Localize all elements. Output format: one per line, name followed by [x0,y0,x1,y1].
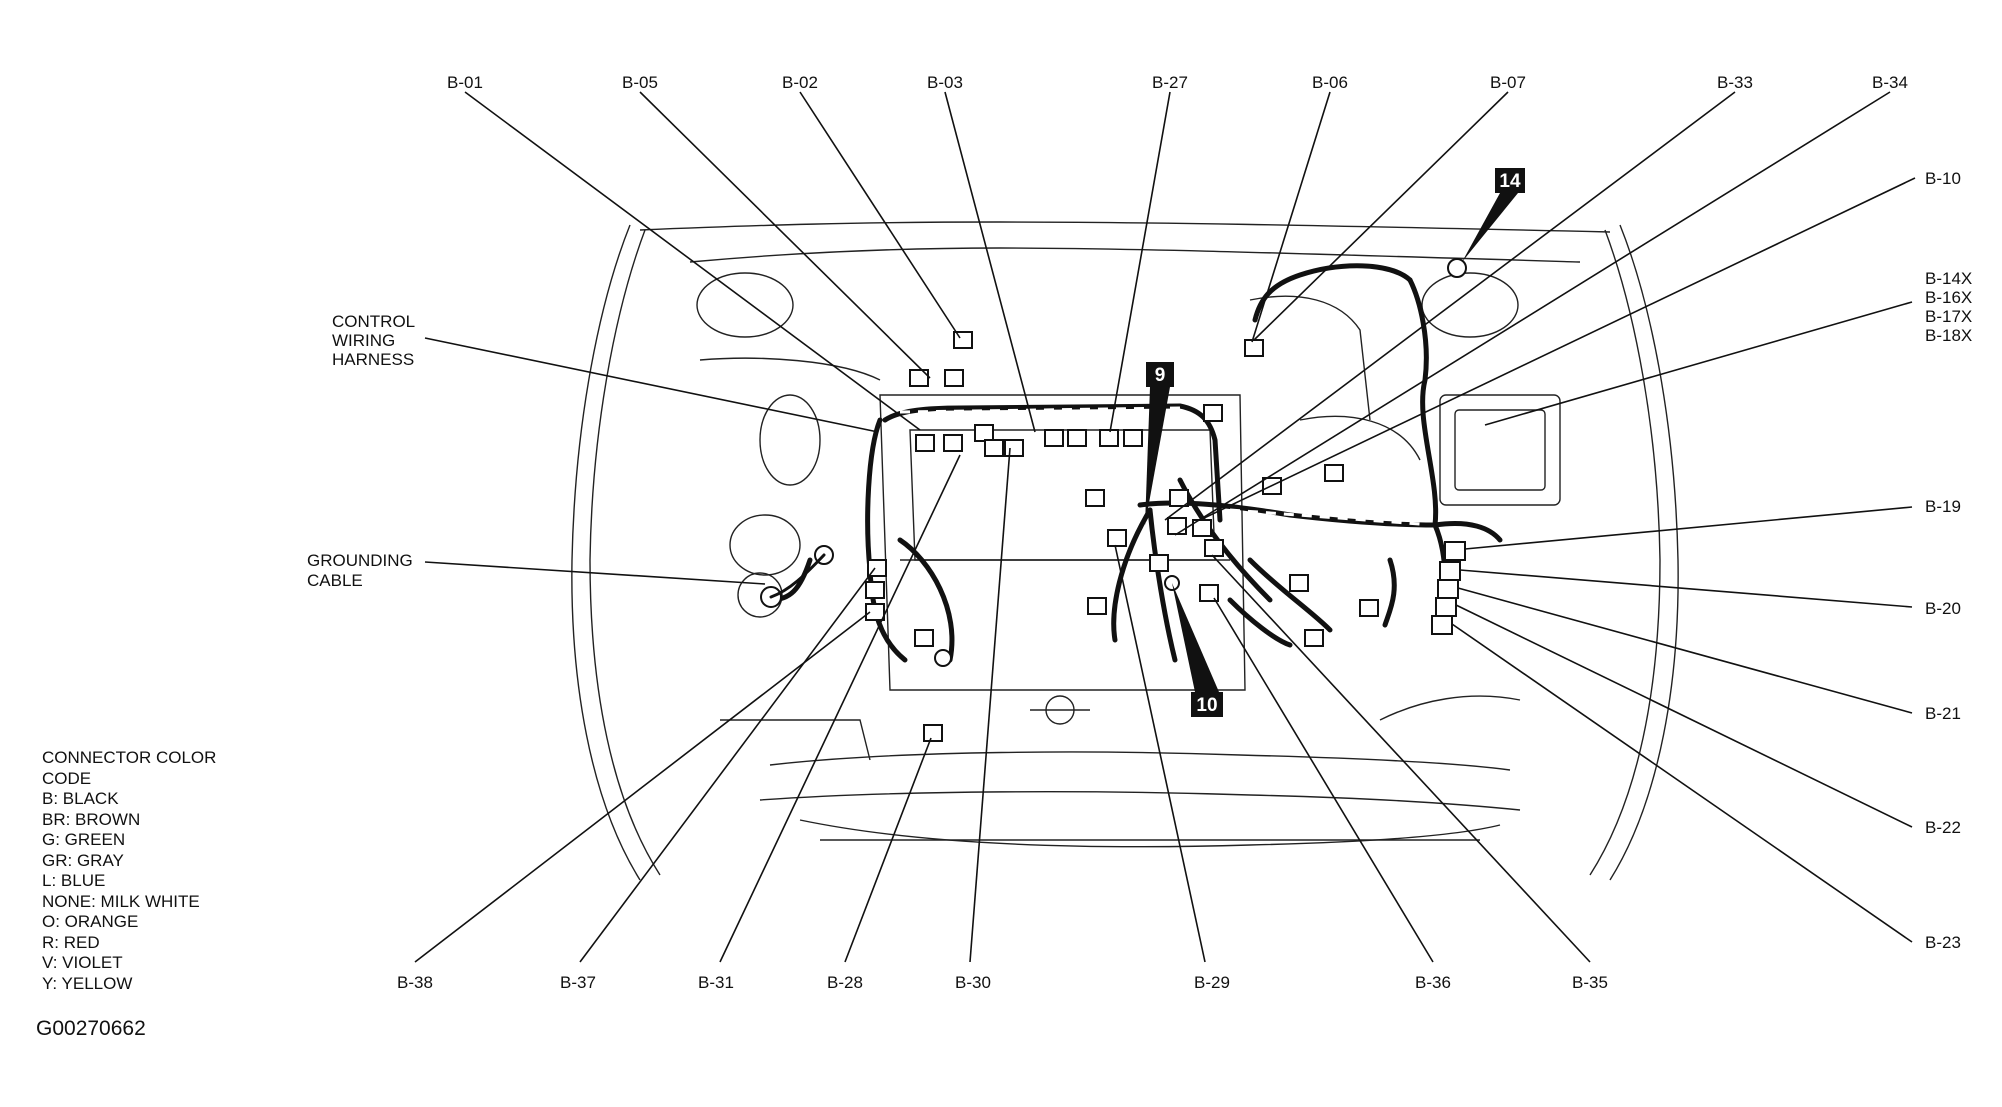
label-b-30: B-30 [955,973,991,992]
svg-text:10: 10 [1196,695,1217,716]
label-b-36: B-36 [1415,973,1451,992]
legend-item: BR: BROWN [42,809,141,829]
bottom-labels: B-38 B-37 B-31 B-28 B-30 B-29 B-36 B-35 [397,973,1608,992]
label-b-21: B-21 [1925,704,1961,723]
label-b-28: B-28 [827,973,863,992]
label-b-02: B-02 [782,73,818,92]
label-b-07: B-07 [1490,73,1526,92]
control-wiring-harness [767,263,1503,663]
right-labels: B-10 B-14X B-16X B-17X B-18X B-19 B-20 B… [1925,169,1972,952]
svg-text:9: 9 [1155,365,1166,386]
label-b-31: B-31 [698,973,734,992]
legend-item: O: ORANGE [42,912,139,931]
label-b-18x: B-18X [1925,326,1972,345]
legend-title-line-1: CONNECTOR COLOR [42,748,217,767]
label-b-16x: B-16X [1925,288,1972,307]
svg-text:14: 14 [1499,171,1521,192]
callout-10: 10 [1172,583,1223,717]
callout-14: 14 [1462,168,1525,262]
legend-item: G: GREEN [42,830,126,849]
label-b-19: B-19 [1925,497,1961,516]
label-b-38: B-38 [397,973,433,992]
label-grounding-cable-line-2: CABLE [307,571,363,590]
legend-item: GR: GRAY [42,850,124,870]
legend-title-line-2: CODE [42,768,92,788]
connector-color-legend: CONNECTOR COLOR CODE B: BLACK BR: BROWN … [42,748,216,994]
label-b-22: B-22 [1925,818,1961,837]
label-b-34: B-34 [1872,73,1908,92]
legend-item: NONE: MILK WHITE [42,891,200,911]
vehicle-outline [571,221,1679,881]
left-labels: CONTROL WIRING HARNESS GROUNDING CABLE [307,312,415,590]
leader-lines [414,91,1916,963]
label-b-23: B-23 [1925,933,1961,952]
label-b-29: B-29 [1194,973,1230,992]
label-b-01: B-01 [447,73,483,92]
label-grounding-cable-line-1: GROUNDING [307,551,413,570]
label-b-10: B-10 [1925,169,1961,188]
label-b-33: B-33 [1717,73,1753,92]
connectors [760,258,1467,742]
legend-item: Y: YELLOW [42,973,133,993]
legend-item: R: RED [42,932,100,952]
top-labels: B-01 B-05 B-02 B-03 B-27 B-06 B-07 B-33 … [447,73,1908,92]
label-b-27: B-27 [1152,73,1188,92]
label-b-35: B-35 [1572,973,1608,992]
legend-item: V: VIOLET [42,953,123,972]
label-b-05: B-05 [622,73,658,92]
legend-item: L: BLUE [42,871,106,890]
label-b-20: B-20 [1925,599,1961,618]
label-control-wiring-harness-line-3: HARNESS [332,350,414,369]
label-b-17x: B-17X [1925,307,1972,326]
label-b-03: B-03 [927,73,963,92]
legend-item: B: BLACK [42,789,119,808]
callout-9: 9 [1145,362,1174,525]
label-control-wiring-harness-line-1: CONTROL [332,312,415,331]
label-control-wiring-harness-line-2: WIRING [332,331,395,350]
label-b-14x: B-14X [1925,269,1972,288]
label-b-37: B-37 [560,973,596,992]
label-b-06: B-06 [1312,73,1348,92]
figure-id: G00270662 [36,1017,146,1040]
